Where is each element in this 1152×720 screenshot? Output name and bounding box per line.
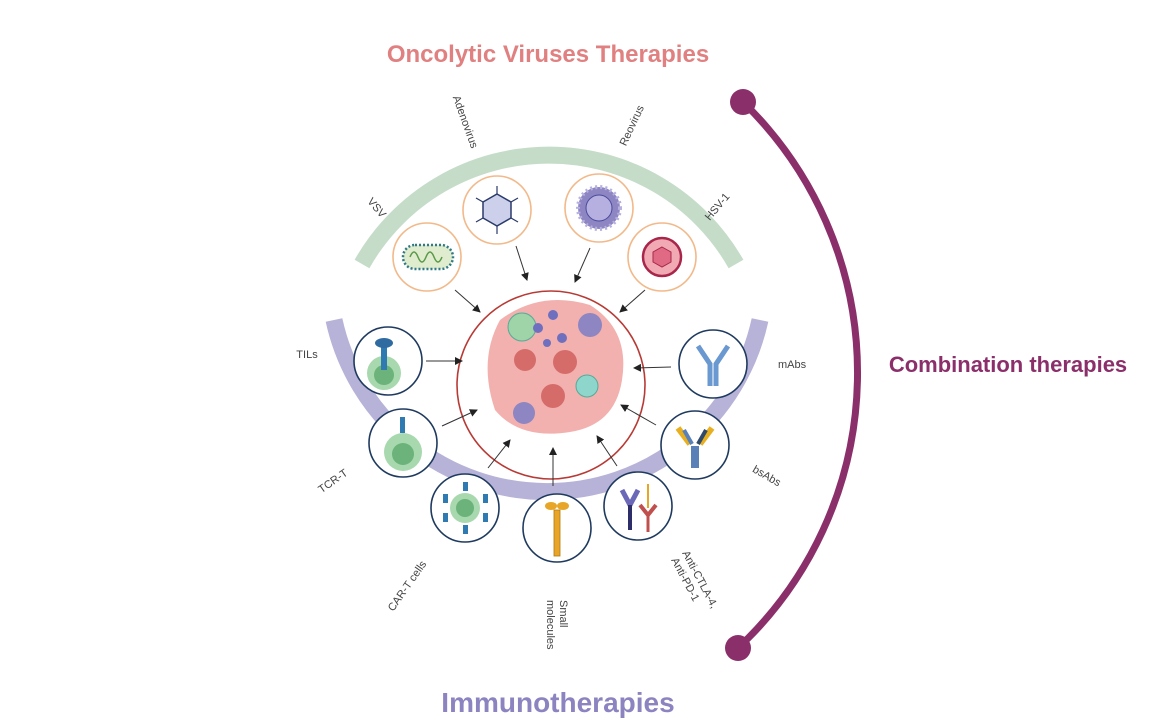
label-reovirus: Reovirus	[618, 103, 647, 148]
reovirus-icon	[564, 173, 634, 243]
combination-arc-end-top	[730, 89, 756, 115]
combination-title: Combination therapies	[889, 352, 1127, 377]
car-t-icon	[430, 473, 500, 543]
combination-arc	[735, 99, 862, 651]
hsv1-icon	[627, 222, 697, 292]
adenovirus-icon	[462, 175, 532, 245]
label-tcr-t: TCR-T	[316, 467, 350, 496]
arrows	[426, 245, 672, 486]
label-small-molecules-1: Small	[557, 600, 569, 628]
label-tils: TILs	[296, 349, 318, 361]
tumor-cells-icon	[487, 300, 624, 434]
checkpoint-antibody-icon	[603, 471, 673, 541]
oncolytic-title: Oncolytic Viruses Therapies	[387, 41, 709, 68]
label-car-t: CAR-T cells	[386, 558, 430, 613]
tcr-t-icon	[368, 408, 438, 478]
combination-arc-end-bottom	[725, 635, 751, 661]
mabs-icon	[678, 329, 748, 399]
label-bsabs: bsAbs	[750, 464, 783, 490]
immuno-arc	[325, 318, 769, 500]
label-mabs: mAbs	[778, 359, 807, 371]
small-molecules-icon	[522, 493, 592, 563]
vsv-icon	[392, 222, 462, 292]
label-hsv1: HSV-1	[703, 191, 733, 223]
label-small-molecules-2: molecules	[544, 600, 556, 650]
tils-icon	[353, 326, 423, 396]
bsabs-icon	[660, 410, 730, 480]
label-vsv: VSV	[365, 196, 389, 221]
label-adenovirus: Adenovirus	[450, 94, 480, 150]
immuno-title: Immunotherapies	[441, 687, 674, 718]
oncolytic-arc	[354, 146, 744, 269]
